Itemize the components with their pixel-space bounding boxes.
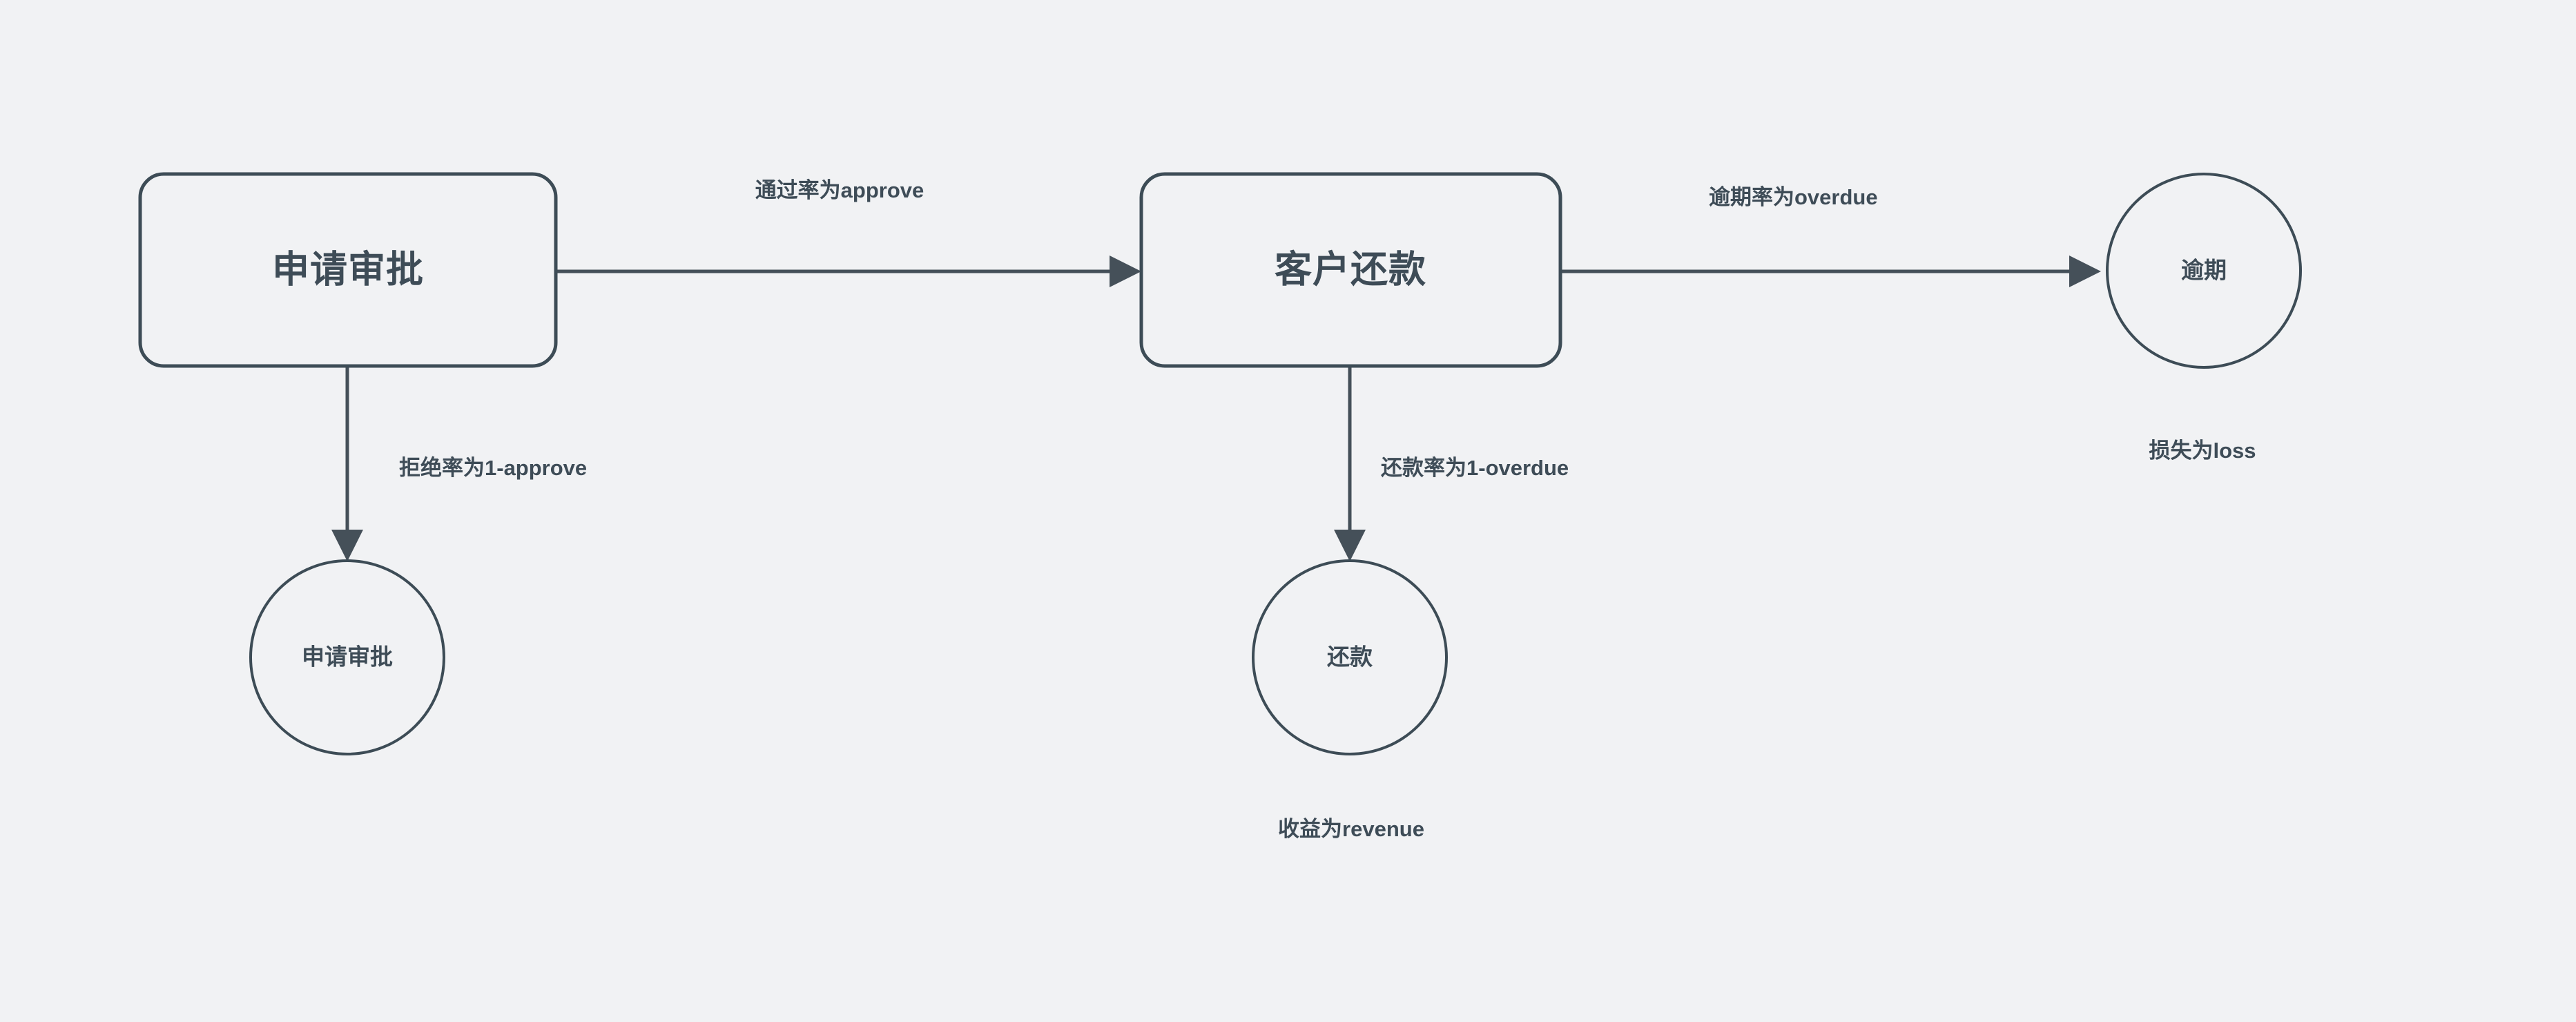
- node-apply-review-box-label: 申请审批: [272, 249, 424, 290]
- edge-approve-label: 通过率为approve: [755, 178, 924, 202]
- edge-repay-label: 还款率为1-overdue: [1381, 456, 1569, 480]
- node-reject-circle[interactable]: 申请审批: [249, 559, 445, 755]
- node-repay-circle-label: 还款: [1327, 644, 1373, 670]
- edge-overdue-label: 逾期率为overdue: [1709, 185, 1878, 209]
- node-reject-circle-label: 申请审批: [302, 644, 393, 670]
- node-overdue-circle-shape: [2106, 173, 2302, 369]
- node-repay-circle-shape: [1252, 559, 1448, 755]
- node-overdue-circle-label: 逾期: [2181, 258, 2227, 283]
- node-repay-circle[interactable]: 还款: [1252, 559, 1448, 755]
- edge-reject-label: 拒绝率为1-approve: [399, 456, 587, 480]
- edge-repay-arrowhead: [1334, 530, 1366, 561]
- edge-reject-arrowhead: [331, 530, 363, 561]
- node-overdue-circle[interactable]: 逾期: [2106, 173, 2302, 369]
- node-customer-repay-box-shape: [1139, 172, 1562, 368]
- caption-loss: 损失为loss: [2149, 438, 2256, 463]
- edge-overdue[interactable]: 逾期率为overdue: [1560, 185, 2101, 287]
- node-customer-repay-box[interactable]: 客户还款: [1139, 172, 1562, 368]
- node-apply-review-box-shape: [138, 172, 558, 368]
- node-customer-repay-box-label: 客户还款: [1275, 249, 1426, 290]
- edge-approve[interactable]: 通过率为approve: [556, 178, 1141, 287]
- node-reject-circle-shape: [249, 559, 445, 755]
- caption-revenue: 收益为revenue: [1278, 817, 1424, 841]
- edge-repay[interactable]: 还款率为1-overdue: [1334, 366, 1569, 561]
- edge-reject[interactable]: 拒绝率为1-approve: [331, 366, 587, 561]
- edge-overdue-arrowhead: [2069, 256, 2101, 287]
- edge-approve-arrowhead: [1110, 256, 1141, 287]
- node-apply-review-box[interactable]: 申请审批: [138, 172, 558, 368]
